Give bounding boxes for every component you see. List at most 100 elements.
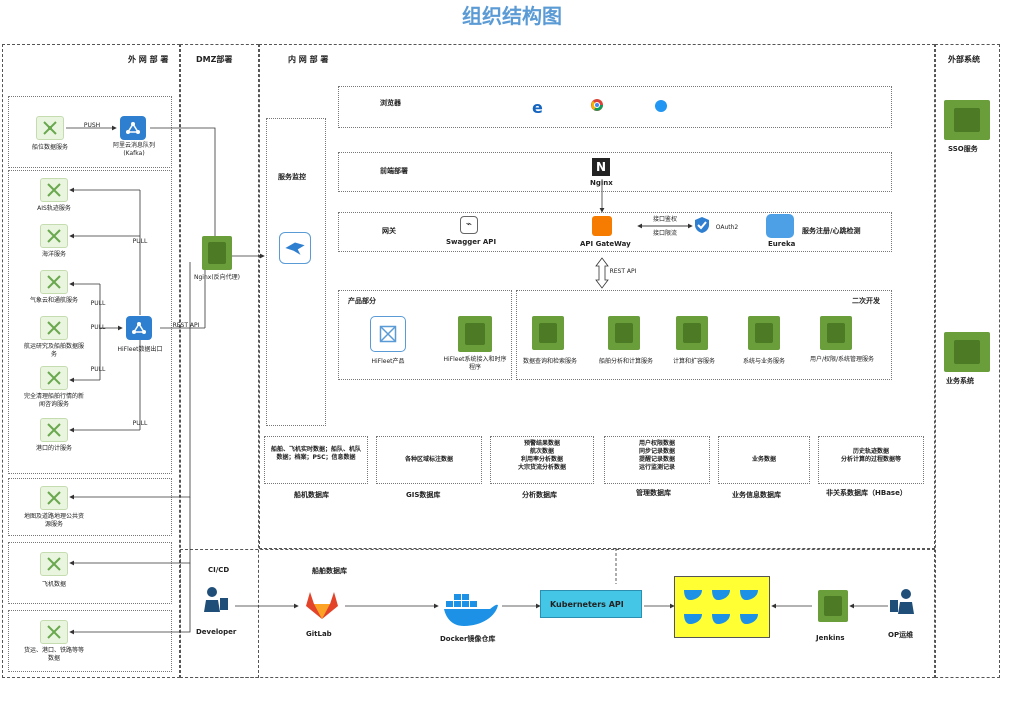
monitor-icon <box>279 232 311 264</box>
swagger-icon: ⌁ <box>460 216 478 234</box>
developer-label: Developer <box>196 628 237 636</box>
biz-icon <box>944 332 990 372</box>
hifleet-product-label: HiFleet产品 <box>371 358 405 365</box>
service-3-icon <box>676 316 708 350</box>
developer-icon <box>204 587 228 612</box>
cicd-label: CI/CD <box>208 566 230 574</box>
browser-box <box>338 86 892 128</box>
network-icon <box>47 229 61 243</box>
safari-icon <box>655 100 667 112</box>
k8s-api-box <box>540 590 642 618</box>
gitlab-label: GitLab <box>306 630 332 638</box>
ais-node <box>40 178 68 202</box>
share-icon <box>132 322 146 334</box>
frontend-label: 前端部署 <box>380 167 408 175</box>
kafka-node <box>120 116 146 140</box>
service-1-icon <box>532 316 564 350</box>
docker-icon <box>444 594 498 626</box>
db-box-6 <box>818 436 924 484</box>
secondary-box <box>516 290 892 380</box>
service-2-icon <box>608 316 640 350</box>
container-grid-icon <box>684 590 758 624</box>
product-box <box>338 290 512 380</box>
network-icon <box>47 371 61 385</box>
hub-node <box>126 316 152 340</box>
service-4-icon <box>748 316 780 350</box>
ext-group-1 <box>8 96 172 168</box>
hifleet-system-icon <box>458 316 492 352</box>
jenkins-label: Jenkins <box>816 634 845 642</box>
geo-node <box>40 486 68 510</box>
cube-icon <box>379 325 397 343</box>
zone-external-label: 外 网 部 署 <box>128 55 169 64</box>
gateway-label: 网关 <box>382 227 396 235</box>
browser-label: 浏览器 <box>380 99 401 107</box>
db-content-1: 船舶、飞机实时数据；船队、机队数据；档案；PSC；信息数据 <box>270 446 361 461</box>
db-name-4: 管理数据库 <box>636 489 671 497</box>
db-box-3 <box>490 436 594 484</box>
network-icon <box>43 121 57 135</box>
product-label: 产品部分 <box>348 297 376 305</box>
flight-node <box>40 552 68 576</box>
ocean-node <box>40 224 68 248</box>
pull-label-2: PULL <box>90 300 106 307</box>
hub-label: HiFleet数据出口 <box>117 346 163 353</box>
api-gateway-icon <box>592 216 612 236</box>
db-name-3: 分析数据库 <box>522 491 557 499</box>
pull-label-5: PULL <box>132 420 148 427</box>
service-1-label: 数据查询和检索服务 <box>522 358 577 365</box>
geo-label: 地图及道路地理公共资源服务 <box>23 513 84 528</box>
rest-api-label: REST API <box>172 322 200 329</box>
nginx-icon: N <box>592 158 610 176</box>
network-icon <box>47 491 61 505</box>
ext-group-5 <box>8 610 172 672</box>
oauth-icon <box>695 217 709 233</box>
network-icon <box>47 625 61 639</box>
ship-pos-node <box>36 116 64 140</box>
route-label: 航运研究及船舶数据服务 <box>24 343 85 358</box>
zone-internal <box>259 44 935 549</box>
op-icon <box>890 589 914 614</box>
eagle-icon <box>285 242 305 255</box>
safety-label: 完全清理船舶行情的新闻咨询服务 <box>23 393 84 408</box>
auth-in-label: 接口鉴权 <box>652 216 677 223</box>
db-content-2: 各种区域标注数据 <box>404 456 453 463</box>
network-icon <box>47 423 61 437</box>
ie-icon: e <box>532 98 543 117</box>
biz-label: 业务系统 <box>946 377 974 385</box>
api-gateway-label: API GateWay <box>580 240 631 248</box>
monitor-label: 服务监控 <box>278 173 306 181</box>
port-label: 港口的计服务 <box>35 445 72 452</box>
service-5-label: 用户/权限/系统管理服务 <box>809 356 875 363</box>
ais-label: AIS轨迹服务 <box>37 205 71 212</box>
gateway-box <box>338 212 892 252</box>
docker-label: Docker镜像仓库 <box>440 635 496 643</box>
frontend-box <box>338 152 892 192</box>
secondary-label: 二次开发 <box>852 297 880 305</box>
db-name-2: GIS数据库 <box>406 491 441 499</box>
ext-group-4 <box>8 542 172 604</box>
db-content-4: 用户权限数据 同步记录数据 提醒记录数据 运行监测记录 <box>638 440 675 471</box>
hifleet-system-label: HiFleet系统接入和时序程序 <box>443 356 507 371</box>
db-box-5 <box>718 436 810 484</box>
jenkins-icon <box>818 590 848 622</box>
db-name-6: 非关系数据库（HBase） <box>826 489 907 497</box>
pull-label-4: PULL <box>90 366 106 373</box>
db-content-3: 预警结果数据 航次数据 利用率分析数据 大宗货流分析数据 <box>517 440 566 471</box>
port-node <box>40 418 68 442</box>
ship-pos-label: 船位数据服务 <box>31 144 68 151</box>
share-icon <box>126 122 140 134</box>
db-box-4 <box>604 436 710 484</box>
db-content-5: 业务数据 <box>751 456 776 463</box>
zone-external <box>2 44 180 678</box>
cargo-node <box>40 620 68 644</box>
zone-dmz-label: DMZ部署 <box>196 55 233 64</box>
db-name-5: 业务信息数据库 <box>732 491 781 499</box>
pull-label-3: PULL <box>90 324 106 331</box>
zone-external-system <box>935 44 1000 678</box>
sso-icon <box>944 100 990 140</box>
k8s-cluster-box <box>674 576 770 638</box>
service-2-label: 船舶分析和计算服务 <box>598 358 653 365</box>
ocean-label: 海洋服务 <box>41 251 66 258</box>
